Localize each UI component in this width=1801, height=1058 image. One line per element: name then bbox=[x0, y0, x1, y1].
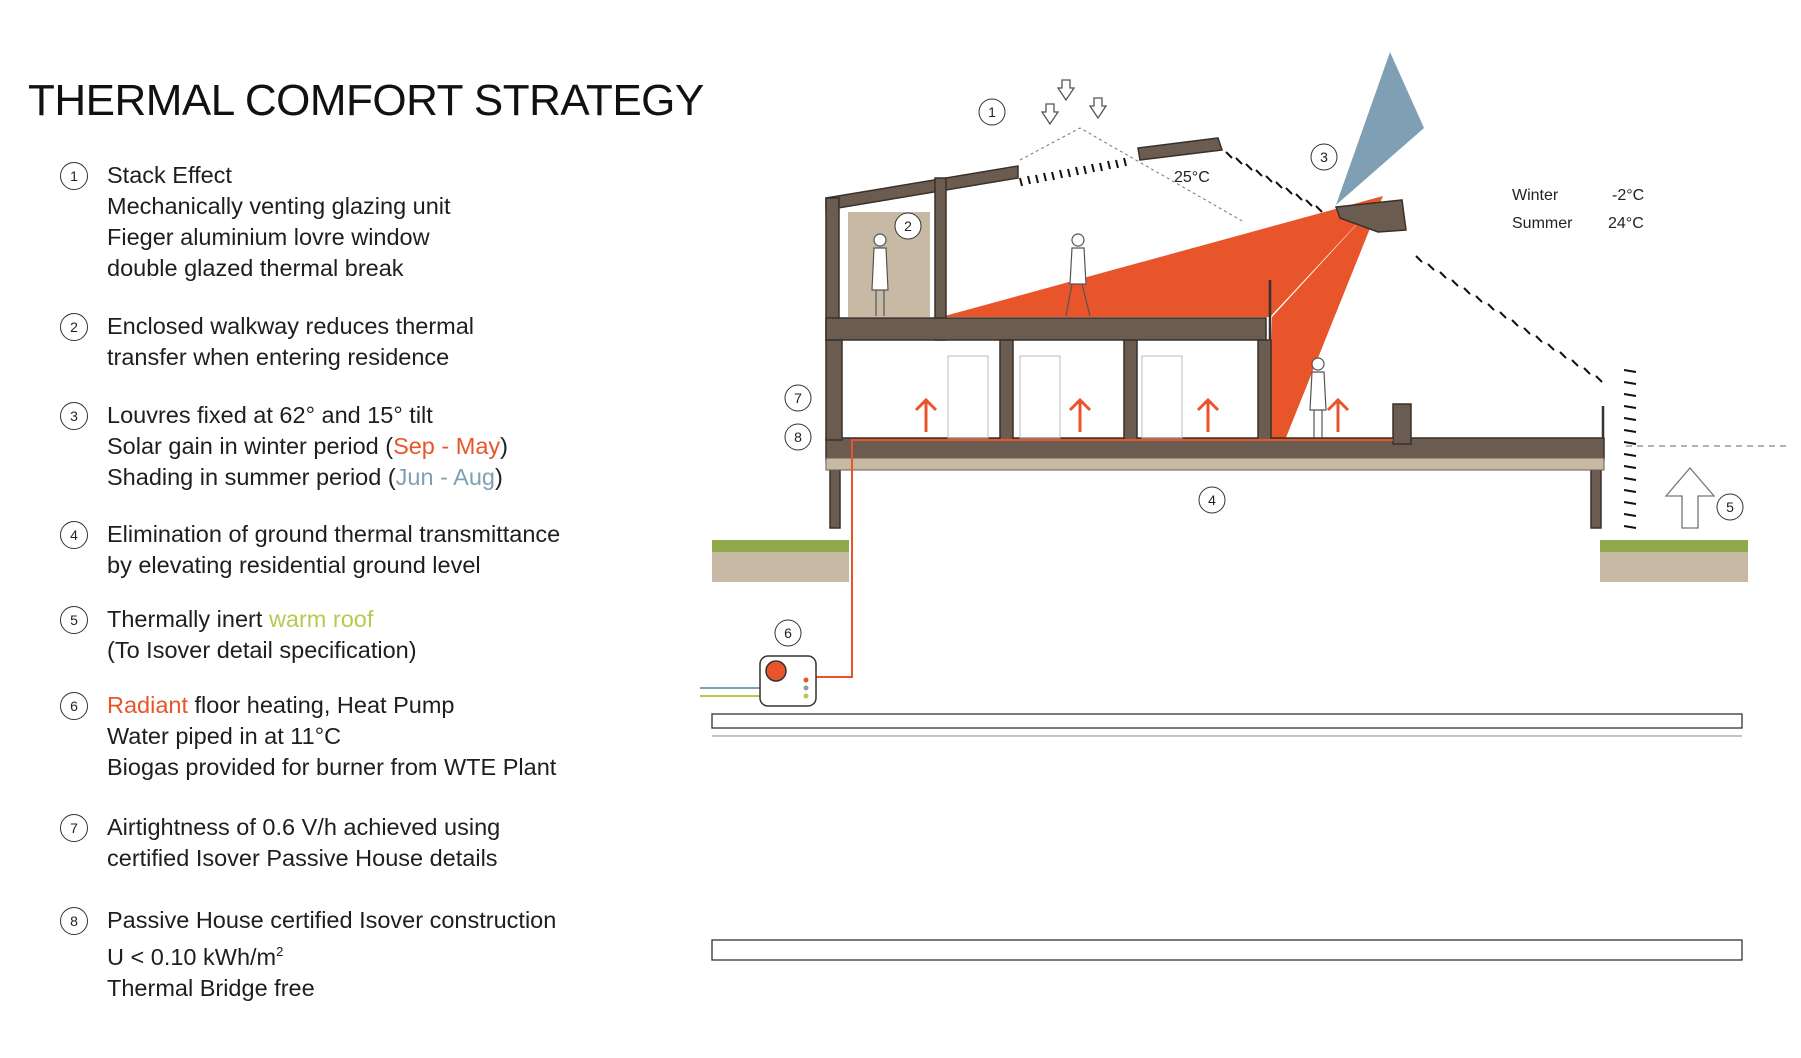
roof-left-segment bbox=[825, 165, 1019, 211]
marker-2-label: 2 bbox=[904, 218, 912, 234]
inside-temperature: 25°C bbox=[1174, 169, 1210, 186]
warm-roof-arrow bbox=[1664, 467, 1716, 529]
legend-number: 1 bbox=[60, 162, 88, 190]
marker-7-label: 7 bbox=[794, 390, 802, 406]
foundation-line-lower bbox=[711, 939, 1743, 961]
legend-line: Mechanically venting glazing unit bbox=[107, 193, 451, 219]
person-figure bbox=[871, 233, 889, 316]
legend-line: Radiant floor heating, Heat Pump bbox=[107, 692, 455, 718]
marker-3-label: 3 bbox=[1320, 149, 1328, 165]
person-figure bbox=[1065, 233, 1091, 317]
marker-2 bbox=[894, 212, 922, 240]
legend-line: Airtightness of 0.6 V/h achieved using bbox=[107, 814, 501, 840]
legend-number: 8 bbox=[60, 907, 88, 935]
legend-line: Louvres fixed at 62° and 15° tilt bbox=[107, 402, 433, 428]
legend-line: Water piped in at 11°C bbox=[107, 723, 342, 749]
marker-6 bbox=[774, 619, 802, 647]
legend-line: (To Isover detail specification) bbox=[107, 637, 417, 663]
heat-rise-arrows bbox=[914, 397, 1350, 432]
legend-line: Passive House certified Isover construct… bbox=[107, 907, 557, 933]
lower-wall-4 bbox=[1257, 339, 1272, 441]
ground-right bbox=[1600, 540, 1748, 582]
legend-number: 6 bbox=[60, 692, 88, 720]
page-title: THERMAL COMFORT STRATEGY bbox=[28, 76, 704, 125]
legend-line: certified Isover Passive House details bbox=[107, 845, 498, 871]
louvres-roof-slope bbox=[1415, 255, 1603, 383]
legend-line: Fieger aluminium lovre window bbox=[107, 224, 430, 250]
legend-line: U < 0.10 kWh/m2 bbox=[107, 943, 284, 970]
legend-number: 7 bbox=[60, 814, 88, 842]
marker-6-label: 6 bbox=[784, 625, 792, 641]
legend-line: Stack Effect bbox=[107, 162, 232, 188]
roof-right-segment bbox=[1137, 137, 1224, 161]
legend-line: transfer when entering residence bbox=[107, 344, 450, 370]
legend-line: Shading in summer period (Jun - Aug) bbox=[107, 464, 503, 490]
legend-line: Elimination of ground thermal transmitta… bbox=[107, 521, 561, 547]
legend-line: by elevating residential ground level bbox=[107, 552, 481, 578]
ground-left bbox=[712, 540, 849, 582]
legend-line: Enclosed walkway reduces thermal bbox=[107, 313, 475, 339]
marker-1-label: 1 bbox=[988, 104, 996, 120]
marker-1 bbox=[978, 98, 1006, 126]
insulation-layer bbox=[825, 457, 1605, 471]
summer-temp: 24°C bbox=[1608, 215, 1644, 232]
legend-number: 2 bbox=[60, 313, 88, 341]
roof-eave bbox=[1334, 199, 1407, 233]
summer-label: Summer bbox=[1512, 215, 1573, 232]
ground-floor-slab bbox=[825, 437, 1605, 461]
marker-3 bbox=[1310, 143, 1338, 171]
foundation-line-upper bbox=[711, 713, 1743, 729]
building-section-diagram: 1 2 3 4 5 6 7 8 25°C Winter -2°C Summer … bbox=[700, 52, 1790, 961]
winter-label: Winter bbox=[1512, 187, 1559, 204]
vent-arrow bbox=[1088, 97, 1108, 120]
right-column bbox=[1392, 403, 1412, 445]
marker-4 bbox=[1198, 486, 1226, 514]
lower-wall-2 bbox=[999, 339, 1014, 441]
winter-sun-ray-lower bbox=[1268, 196, 1383, 440]
vent-arrow bbox=[1056, 79, 1076, 102]
legend-number: 5 bbox=[60, 606, 88, 634]
heat-arrow bbox=[1068, 397, 1092, 432]
legend-number: 4 bbox=[60, 521, 88, 549]
marker-5-label: 5 bbox=[1726, 499, 1734, 515]
diagram-markers bbox=[774, 98, 1744, 647]
legend-line: Solar gain in winter period (Sep - May) bbox=[107, 433, 508, 459]
interior-doors bbox=[947, 355, 1183, 439]
lower-wall-left bbox=[825, 339, 843, 441]
louvres-left bbox=[1019, 157, 1127, 187]
person-figure bbox=[1309, 357, 1327, 438]
upper-floor-slab bbox=[825, 317, 1267, 341]
louvres-right bbox=[1225, 151, 1323, 213]
heat-arrow bbox=[914, 397, 938, 432]
lower-wall-3 bbox=[1123, 339, 1138, 441]
marker-5 bbox=[1716, 493, 1744, 521]
legend-number: 3 bbox=[60, 402, 88, 430]
marker-8 bbox=[784, 423, 812, 451]
radiant-heating-pipe bbox=[808, 439, 1393, 678]
louvres-facade bbox=[1623, 369, 1637, 529]
marker-8-label: 8 bbox=[794, 429, 802, 445]
stack-effect-outline bbox=[1019, 127, 1245, 223]
legend-line: Thermal Bridge free bbox=[107, 974, 315, 1001]
winter-temp: -2°C bbox=[1612, 187, 1644, 204]
heat-arrow bbox=[1326, 397, 1350, 432]
marker-4-label: 4 bbox=[1208, 492, 1216, 508]
stack-effect-arrows bbox=[1040, 79, 1108, 126]
upper-wall-mid bbox=[934, 177, 947, 341]
heat-pump-unit bbox=[759, 655, 817, 707]
legend-line: Thermally inert warm roof bbox=[107, 606, 374, 632]
vent-arrow bbox=[1040, 103, 1060, 126]
winter-sun-ray-upper bbox=[941, 196, 1383, 317]
legend-line: double glazed thermal break bbox=[107, 255, 404, 281]
marker-7 bbox=[784, 384, 812, 412]
heat-arrow bbox=[1196, 397, 1220, 432]
summer-sun-ray bbox=[1336, 52, 1424, 205]
building-structure bbox=[825, 137, 1605, 529]
legend-line: Biogas provided for burner from WTE Plan… bbox=[107, 754, 557, 780]
